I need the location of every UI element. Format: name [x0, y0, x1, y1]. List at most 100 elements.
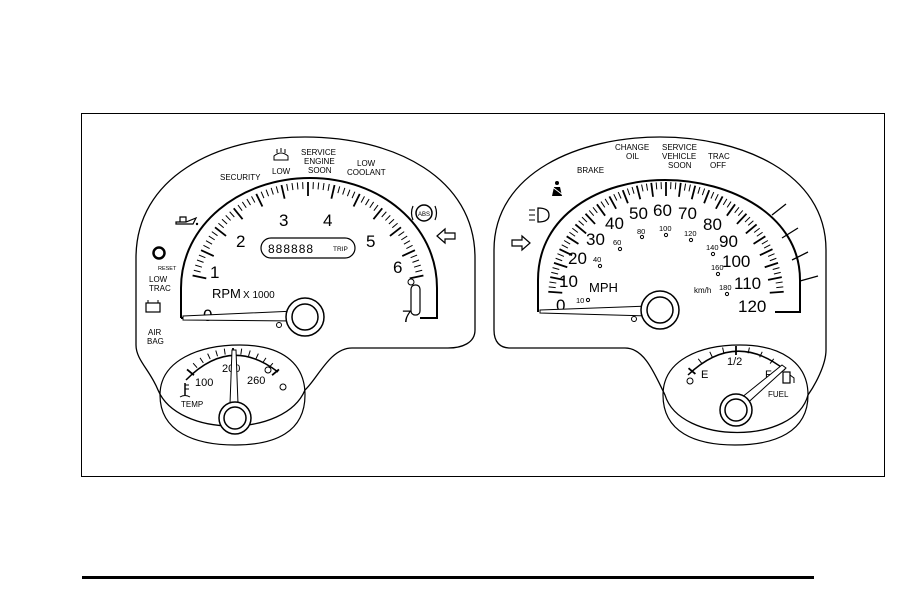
tick-mark	[223, 348, 226, 355]
mph-number-10: 10	[559, 272, 578, 291]
tick-mark	[410, 254, 418, 259]
tick-mark	[631, 186, 635, 194]
security-label: SECURITY	[220, 173, 261, 182]
tick-mark	[726, 203, 736, 217]
kmh-marker-dot	[617, 246, 623, 252]
tick-mark	[196, 259, 204, 263]
temp-number-260: 260	[247, 375, 265, 387]
tick-mark	[389, 226, 402, 237]
tick-mark	[208, 235, 215, 241]
tach-number-1: 1	[210, 263, 219, 282]
tick-mark	[248, 350, 251, 357]
tick-mark	[776, 286, 784, 289]
tick-mark	[557, 253, 565, 257]
mph-number-120: 120	[738, 297, 766, 316]
kmh-number-40: 40	[593, 255, 601, 264]
tick-mark	[578, 220, 585, 226]
tach-hub-inner	[291, 303, 319, 331]
air-bag-line2: BAG	[147, 337, 164, 346]
temp-indicator-dot	[279, 383, 287, 391]
tick-mark	[360, 196, 365, 203]
tach-number-4: 4	[323, 211, 332, 230]
tick-mark	[683, 183, 687, 191]
tick-mark	[218, 222, 225, 229]
tick-mark	[352, 193, 361, 207]
service-vehicle-soon-line3: SOON	[668, 161, 692, 170]
mph-number-40: 40	[605, 214, 624, 233]
reset-button-icon	[152, 246, 166, 260]
washer-low-label: LOW	[272, 167, 291, 176]
tick-mark	[674, 182, 677, 190]
tick-mark	[688, 184, 691, 192]
tick-mark	[552, 267, 560, 270]
kmh-number-160: 160	[711, 263, 724, 272]
instrument-panel-frame	[81, 113, 885, 477]
tach-redline-dot	[407, 278, 415, 286]
tick-mark	[369, 201, 375, 209]
mph-number-20: 20	[568, 249, 587, 268]
tick-mark	[322, 183, 325, 191]
tach-number-2: 2	[236, 232, 245, 251]
fuel-full-label: F	[765, 369, 772, 381]
left-cluster-outline	[135, 136, 476, 427]
seatbelt-icon	[550, 181, 564, 196]
kmh-number-10: 10	[576, 296, 584, 305]
tick-mark	[280, 184, 286, 199]
tick-mark	[734, 206, 740, 214]
tick-mark	[406, 244, 413, 250]
kmh-number-180: 180	[719, 283, 732, 292]
tick-mark	[584, 213, 596, 225]
kmh-marker-dot	[724, 291, 730, 297]
temp-gauge-arc	[185, 354, 279, 381]
tick-mark	[381, 211, 387, 218]
tick-mark	[737, 210, 744, 217]
tick-mark	[548, 290, 563, 294]
tach-needle	[182, 310, 296, 322]
tick-mark	[714, 193, 719, 201]
tick-mark	[687, 367, 696, 375]
tick-mark	[251, 196, 256, 203]
right-cluster-outline	[493, 136, 827, 433]
tick-mark	[207, 353, 211, 360]
reset-label: RESET	[158, 266, 177, 272]
tick-mark	[690, 185, 697, 200]
trac-off-line1: TRAC	[708, 152, 730, 161]
tick-mark	[296, 182, 299, 190]
tick-mark	[641, 184, 644, 192]
tick-mark	[645, 183, 649, 191]
tick-mark	[372, 207, 383, 220]
tick-mark	[385, 215, 391, 221]
speedo-outer-ring	[537, 178, 801, 313]
tick-mark	[604, 198, 610, 206]
tick-mark	[621, 189, 629, 204]
tick-mark	[753, 235, 766, 245]
trip-label: TRIP	[333, 246, 348, 253]
tick-mark	[240, 348, 243, 355]
coolant-temp-icon	[179, 383, 191, 398]
tick-mark	[566, 235, 579, 245]
tick-mark	[722, 198, 728, 206]
mph-number-0: 0	[556, 296, 565, 315]
tick-mark	[592, 206, 598, 214]
tick-mark	[709, 351, 713, 358]
outer-dash-mark	[791, 251, 809, 261]
tach-unit-rpm: RPM	[212, 286, 241, 301]
tick-mark	[265, 189, 270, 197]
tick-mark	[697, 186, 701, 194]
kmh-marker-dot	[710, 251, 716, 257]
low-trac-line2: TRAC	[149, 284, 171, 293]
tick-mark	[722, 347, 725, 354]
tick-mark	[756, 231, 763, 237]
temp-number-100: 100	[195, 377, 213, 389]
tick-mark	[398, 231, 405, 237]
tick-mark	[195, 264, 203, 268]
kmh-number-120: 120	[684, 229, 697, 238]
abs-warning-icon: ABS	[410, 204, 438, 222]
tick-mark	[548, 286, 556, 289]
temp-hot-dot	[264, 366, 272, 374]
mph-number-80: 80	[703, 215, 722, 234]
service-vehicle-soon-line1: SERVICE	[662, 143, 697, 152]
tick-mark	[203, 244, 210, 250]
tick-mark	[710, 191, 715, 199]
